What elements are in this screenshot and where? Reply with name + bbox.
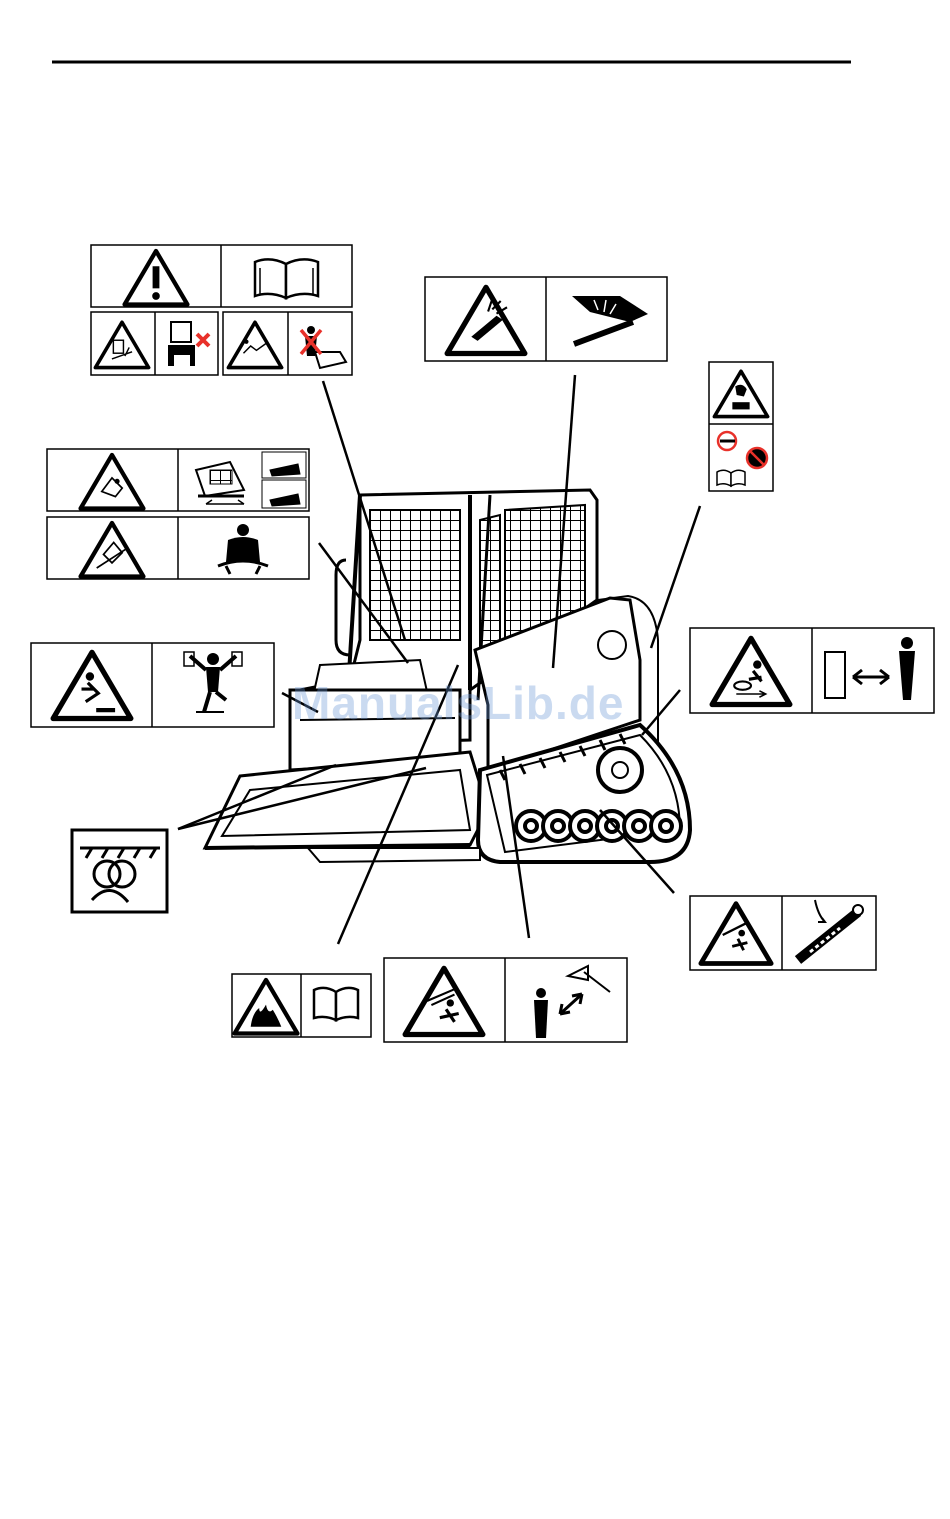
decal-rollover-seatbelt xyxy=(47,449,309,579)
watermark: ManualsLib.de xyxy=(292,676,624,730)
decal-tie-down xyxy=(72,830,167,912)
decal-high-pressure-fluid xyxy=(425,277,667,361)
manual-icon xyxy=(717,470,745,486)
decal-crush-bucket xyxy=(384,958,627,1042)
decal-fall-hazard xyxy=(31,643,274,727)
decal-general-warning-manual xyxy=(91,245,352,375)
manual-icon xyxy=(314,988,358,1020)
decal-hot-surface xyxy=(709,362,773,491)
decal-fire-hazard xyxy=(232,974,371,1037)
decal-crush-distance xyxy=(690,628,934,713)
operators-manual-icon xyxy=(255,259,318,298)
decal-arm-support xyxy=(690,896,876,970)
